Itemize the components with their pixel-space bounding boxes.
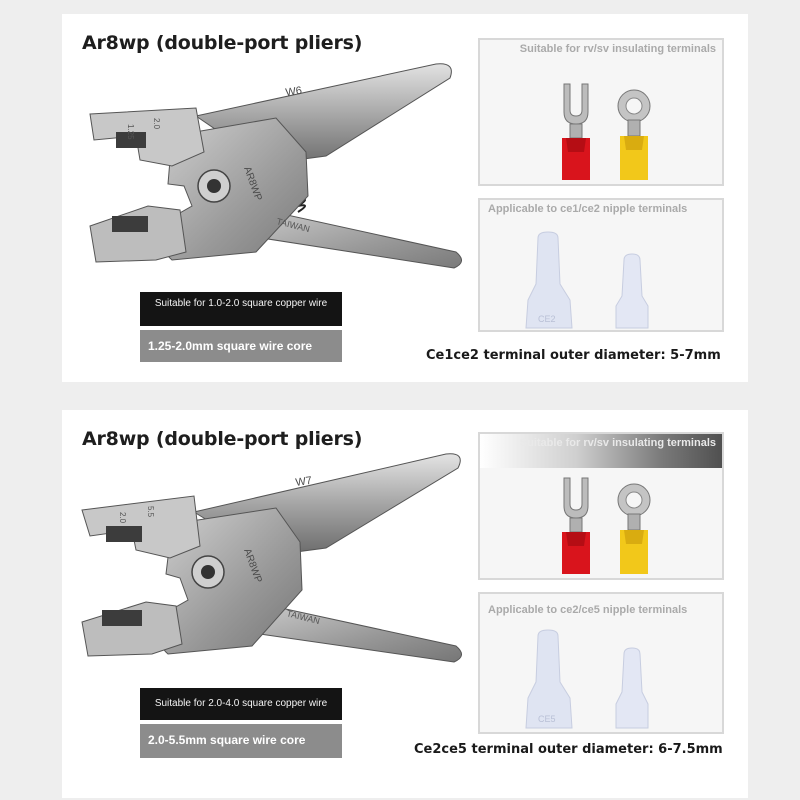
jaw-number-2: 2.0 xyxy=(152,118,161,130)
pliers-image: W7 AR8WP TAIWAN 2.0 5.5 xyxy=(81,453,462,663)
insulating-terminals-image xyxy=(562,83,651,180)
panel-label: Suitable for rv/sv insulating terminals xyxy=(519,437,716,449)
outer-diameter-label: Ce1ce2 terminal outer diameter: 5-7mm xyxy=(426,348,721,363)
nipple-terminals-panel: Applicable to ce1/ce2 nipple terminals C… xyxy=(478,198,724,332)
panel-label: Applicable to ce2/ce5 nipple terminals xyxy=(488,604,688,616)
panel-label: Suitable for rv/sv insulating terminals xyxy=(519,43,716,55)
wire-core-label: 1.25-2.0mm square wire core xyxy=(140,330,342,362)
model-mark: W6 xyxy=(285,85,303,99)
card-title: Ar8wp (double-port pliers) xyxy=(82,32,363,54)
insulating-terminals-panel: Suitable for rv/sv insulating terminals xyxy=(478,38,724,186)
nipple-terminal-icon xyxy=(615,253,649,329)
nipple-terminal-icon xyxy=(615,647,649,729)
jaw-number-2: 5.5 xyxy=(146,506,155,518)
fork-terminal-icon xyxy=(562,477,590,574)
insulating-terminals-panel: Suitable for rv/sv insulating terminals xyxy=(478,432,724,580)
nipple-terminals-image: CE2 xyxy=(525,231,649,329)
insulating-terminals-image xyxy=(562,477,651,574)
card-title: Ar8wp (double-port pliers) xyxy=(82,428,363,450)
jaw-number-1: 2.0 xyxy=(118,512,127,524)
fork-terminal-icon xyxy=(562,83,590,180)
wire-spec-label: Suitable for 1.0-2.0 square copper wire xyxy=(140,292,342,326)
pliers-image: W6 AR8WP TAIWAN 1.25 2.0 xyxy=(89,63,462,269)
model-mark: W7 xyxy=(295,475,313,489)
ring-terminal-icon xyxy=(617,89,651,180)
panel-banner xyxy=(480,434,722,468)
nipple-terminals-image: CE5 xyxy=(525,629,649,729)
panel-label: Applicable to ce1/ce2 nipple terminals xyxy=(488,203,688,215)
product-card-w7: Ar8wp (double-port pliers) W7 AR8WP TAIW… xyxy=(62,410,748,798)
nipple-terminal-icon: CE2 xyxy=(525,231,573,329)
nipple-mark: CE5 xyxy=(538,714,556,724)
wire-spec-label: Suitable for 2.0-4.0 square copper wire xyxy=(140,688,342,720)
product-card-w6: Ar8wp (double-port pliers) W6 xyxy=(62,14,748,382)
nipple-mark: CE2 xyxy=(538,314,556,324)
ring-terminal-icon xyxy=(617,483,651,574)
outer-diameter-label: Ce2ce5 terminal outer diameter: 6-7.5mm xyxy=(414,742,723,757)
nipple-terminals-panel: Applicable to ce2/ce5 nipple terminals C… xyxy=(478,592,724,734)
wire-core-label: 2.0-5.5mm square wire core xyxy=(140,724,342,758)
nipple-terminal-icon: CE5 xyxy=(525,629,573,729)
jaw-number-1: 1.25 xyxy=(126,124,135,140)
